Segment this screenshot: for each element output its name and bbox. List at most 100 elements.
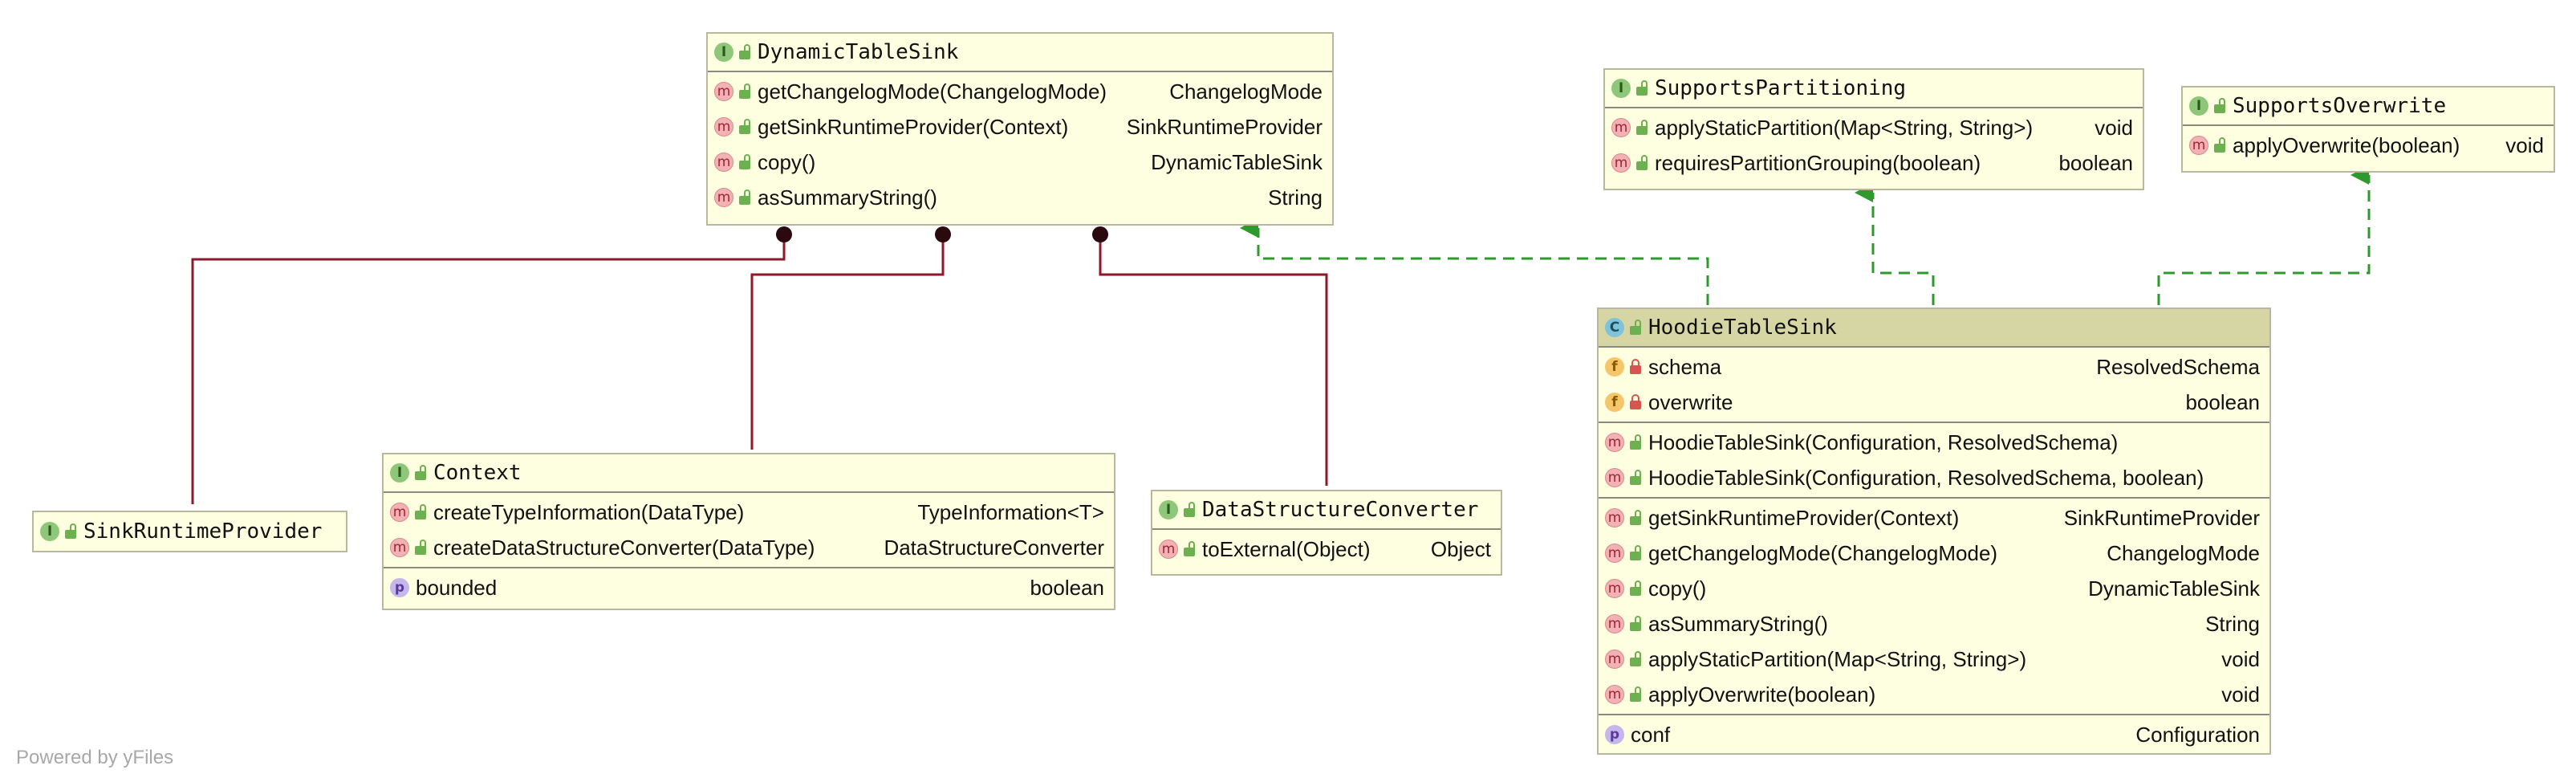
edge-hoodietablesink-implements-supportsoverwrite <box>2157 165 2371 305</box>
member-type: void <box>2095 115 2133 140</box>
edge-context-to-dynamictablesink <box>750 234 945 450</box>
class-name: SupportsPartitioning <box>1655 76 1907 100</box>
property-icon: p <box>1605 725 1624 744</box>
member-name: requiresPartitionGrouping(boolean) <box>1655 150 1981 175</box>
composition-dot-1 <box>776 226 792 242</box>
interface-icon: I <box>1611 79 1631 98</box>
interface-icon: I <box>390 463 409 483</box>
public-lock-icon <box>1629 320 1642 336</box>
public-lock-icon <box>414 465 427 481</box>
class-header: I DynamicTableSink <box>708 34 1332 72</box>
method-icon: m <box>390 503 409 522</box>
public-lock-icon <box>738 119 751 135</box>
member-name: overwrite <box>1648 389 1733 414</box>
member-name: getSinkRuntimeProvider(Context) <box>758 114 1069 139</box>
method-row[interactable]: m applyOverwrite(boolean) void <box>2183 128 2554 163</box>
member-section: m applyOverwrite(boolean) void <box>2183 126 2554 165</box>
member-name: applyStaticPartition(Map<String, String>… <box>1655 115 2034 140</box>
public-lock-icon <box>1629 434 1642 450</box>
interface-icon: I <box>40 522 59 541</box>
member-type: ResolvedSchema <box>2096 354 2260 379</box>
class-datastructureconverter[interactable]: I DataStructureConverter m toExternal(Objec… <box>1151 490 1502 576</box>
member-name: createDataStructureConverter(DataType) <box>433 535 815 560</box>
member-name: conf <box>1631 722 1671 747</box>
member-type: void <box>2505 132 2544 157</box>
method-row[interactable]: m asSummaryString() String <box>1599 606 2269 641</box>
method-icon: m <box>1159 540 1178 559</box>
field-row[interactable]: f overwrite boolean <box>1599 385 2269 420</box>
member-name: getSinkRuntimeProvider(Context) <box>1648 505 1960 530</box>
member-type: TypeInformation<T> <box>917 499 1104 524</box>
method-icon: m <box>1605 544 1624 563</box>
member-name: applyOverwrite(boolean) <box>1648 682 1876 707</box>
member-type: void <box>2221 646 2260 671</box>
member-type: Configuration <box>2135 722 2260 747</box>
member-name: asSummaryString() <box>758 185 937 210</box>
member-name: applyOverwrite(boolean) <box>2233 132 2460 157</box>
class-name: DynamicTableSink <box>758 40 959 64</box>
field-icon: f <box>1605 393 1624 412</box>
class-sinkruntimeprovider[interactable]: I SinkRuntimeProvider <box>32 511 347 552</box>
member-type: DynamicTableSink <box>2088 576 2260 601</box>
field-icon: f <box>1605 357 1624 377</box>
member-name: toExternal(Object) <box>1202 536 1371 561</box>
method-row[interactable]: m getSinkRuntimeProvider(Context) SinkRunt… <box>1599 500 2269 536</box>
method-icon: m <box>1605 614 1624 633</box>
member-type: String <box>1268 185 1323 210</box>
member-name: HoodieTableSink(Configuration, ResolvedS… <box>1648 465 2204 490</box>
method-icon: m <box>2189 136 2208 155</box>
method-icon: m <box>1611 153 1631 173</box>
method-row[interactable]: m applyOverwrite(boolean) void <box>1599 677 2269 712</box>
edge-datastructureconverter-to-dynamictablesink <box>1099 234 1328 486</box>
member-type: boolean <box>2185 389 2260 414</box>
public-lock-icon <box>64 523 77 540</box>
interface-icon: I <box>2189 96 2208 116</box>
class-name: DataStructureConverter <box>1202 498 1479 522</box>
method-icon: m <box>714 117 733 136</box>
interface-icon: I <box>1159 500 1178 519</box>
member-type: void <box>2221 682 2260 707</box>
public-lock-icon <box>1629 580 1642 597</box>
class-name: SinkRuntimeProvider <box>83 519 323 544</box>
member-type: String <box>2205 611 2260 636</box>
method-icon: m <box>1605 685 1624 704</box>
method-icon: m <box>1605 508 1624 527</box>
public-lock-icon <box>1629 651 1642 667</box>
public-lock-icon <box>2213 98 2226 114</box>
member-name: asSummaryString() <box>1648 611 1828 636</box>
member-type: SinkRuntimeProvider <box>2063 505 2260 530</box>
public-lock-icon <box>1629 545 1642 561</box>
member-section: m getSinkRuntimeProvider(Context) SinkRunt… <box>1599 499 2269 715</box>
member-type: boolean <box>1030 575 1104 600</box>
class-header: I SinkRuntimeProvider <box>34 512 346 551</box>
edge-hoodietablesink-implements-dynamictablesink <box>1240 218 1709 305</box>
composition-dot-2 <box>935 226 951 242</box>
class-header: I SupportsPartitioning <box>1605 70 2143 108</box>
class-name: Context <box>433 461 522 485</box>
interface-icon: I <box>714 43 733 62</box>
